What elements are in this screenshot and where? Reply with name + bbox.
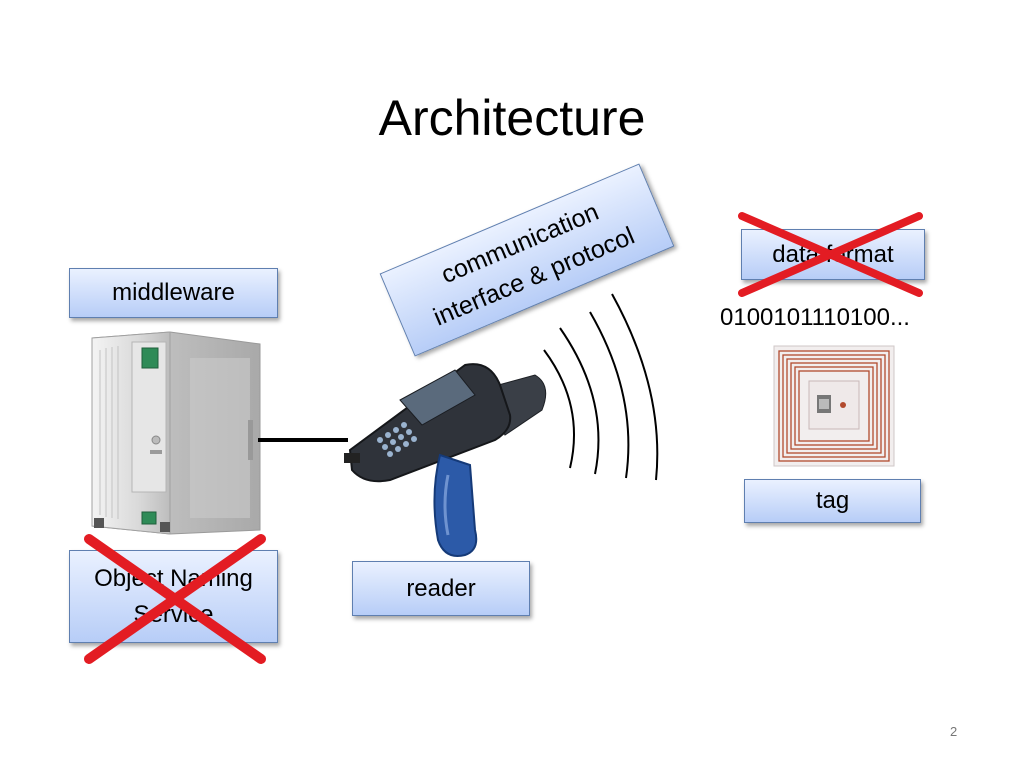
connection-line	[258, 438, 348, 442]
tag-label: tag	[744, 479, 921, 523]
rfid-tag-icon	[773, 345, 895, 467]
reader-text: reader	[406, 574, 476, 602]
slide-title: Architecture	[378, 90, 646, 146]
data-format-cross-out-icon	[738, 212, 923, 297]
tag-text: tag	[815, 487, 850, 514]
rfid-handheld-reader-icon	[344, 363, 547, 557]
middleware-label: middleware	[69, 268, 278, 318]
page-number: 2	[950, 724, 958, 739]
ons-cross-out-icon	[84, 534, 266, 664]
radio-waves-icon	[543, 293, 659, 481]
server-tower-icon	[91, 331, 261, 535]
middleware-text: middleware	[112, 279, 235, 306]
reader-label: reader	[352, 561, 530, 616]
bit-string: 0100101110100...	[720, 304, 910, 331]
